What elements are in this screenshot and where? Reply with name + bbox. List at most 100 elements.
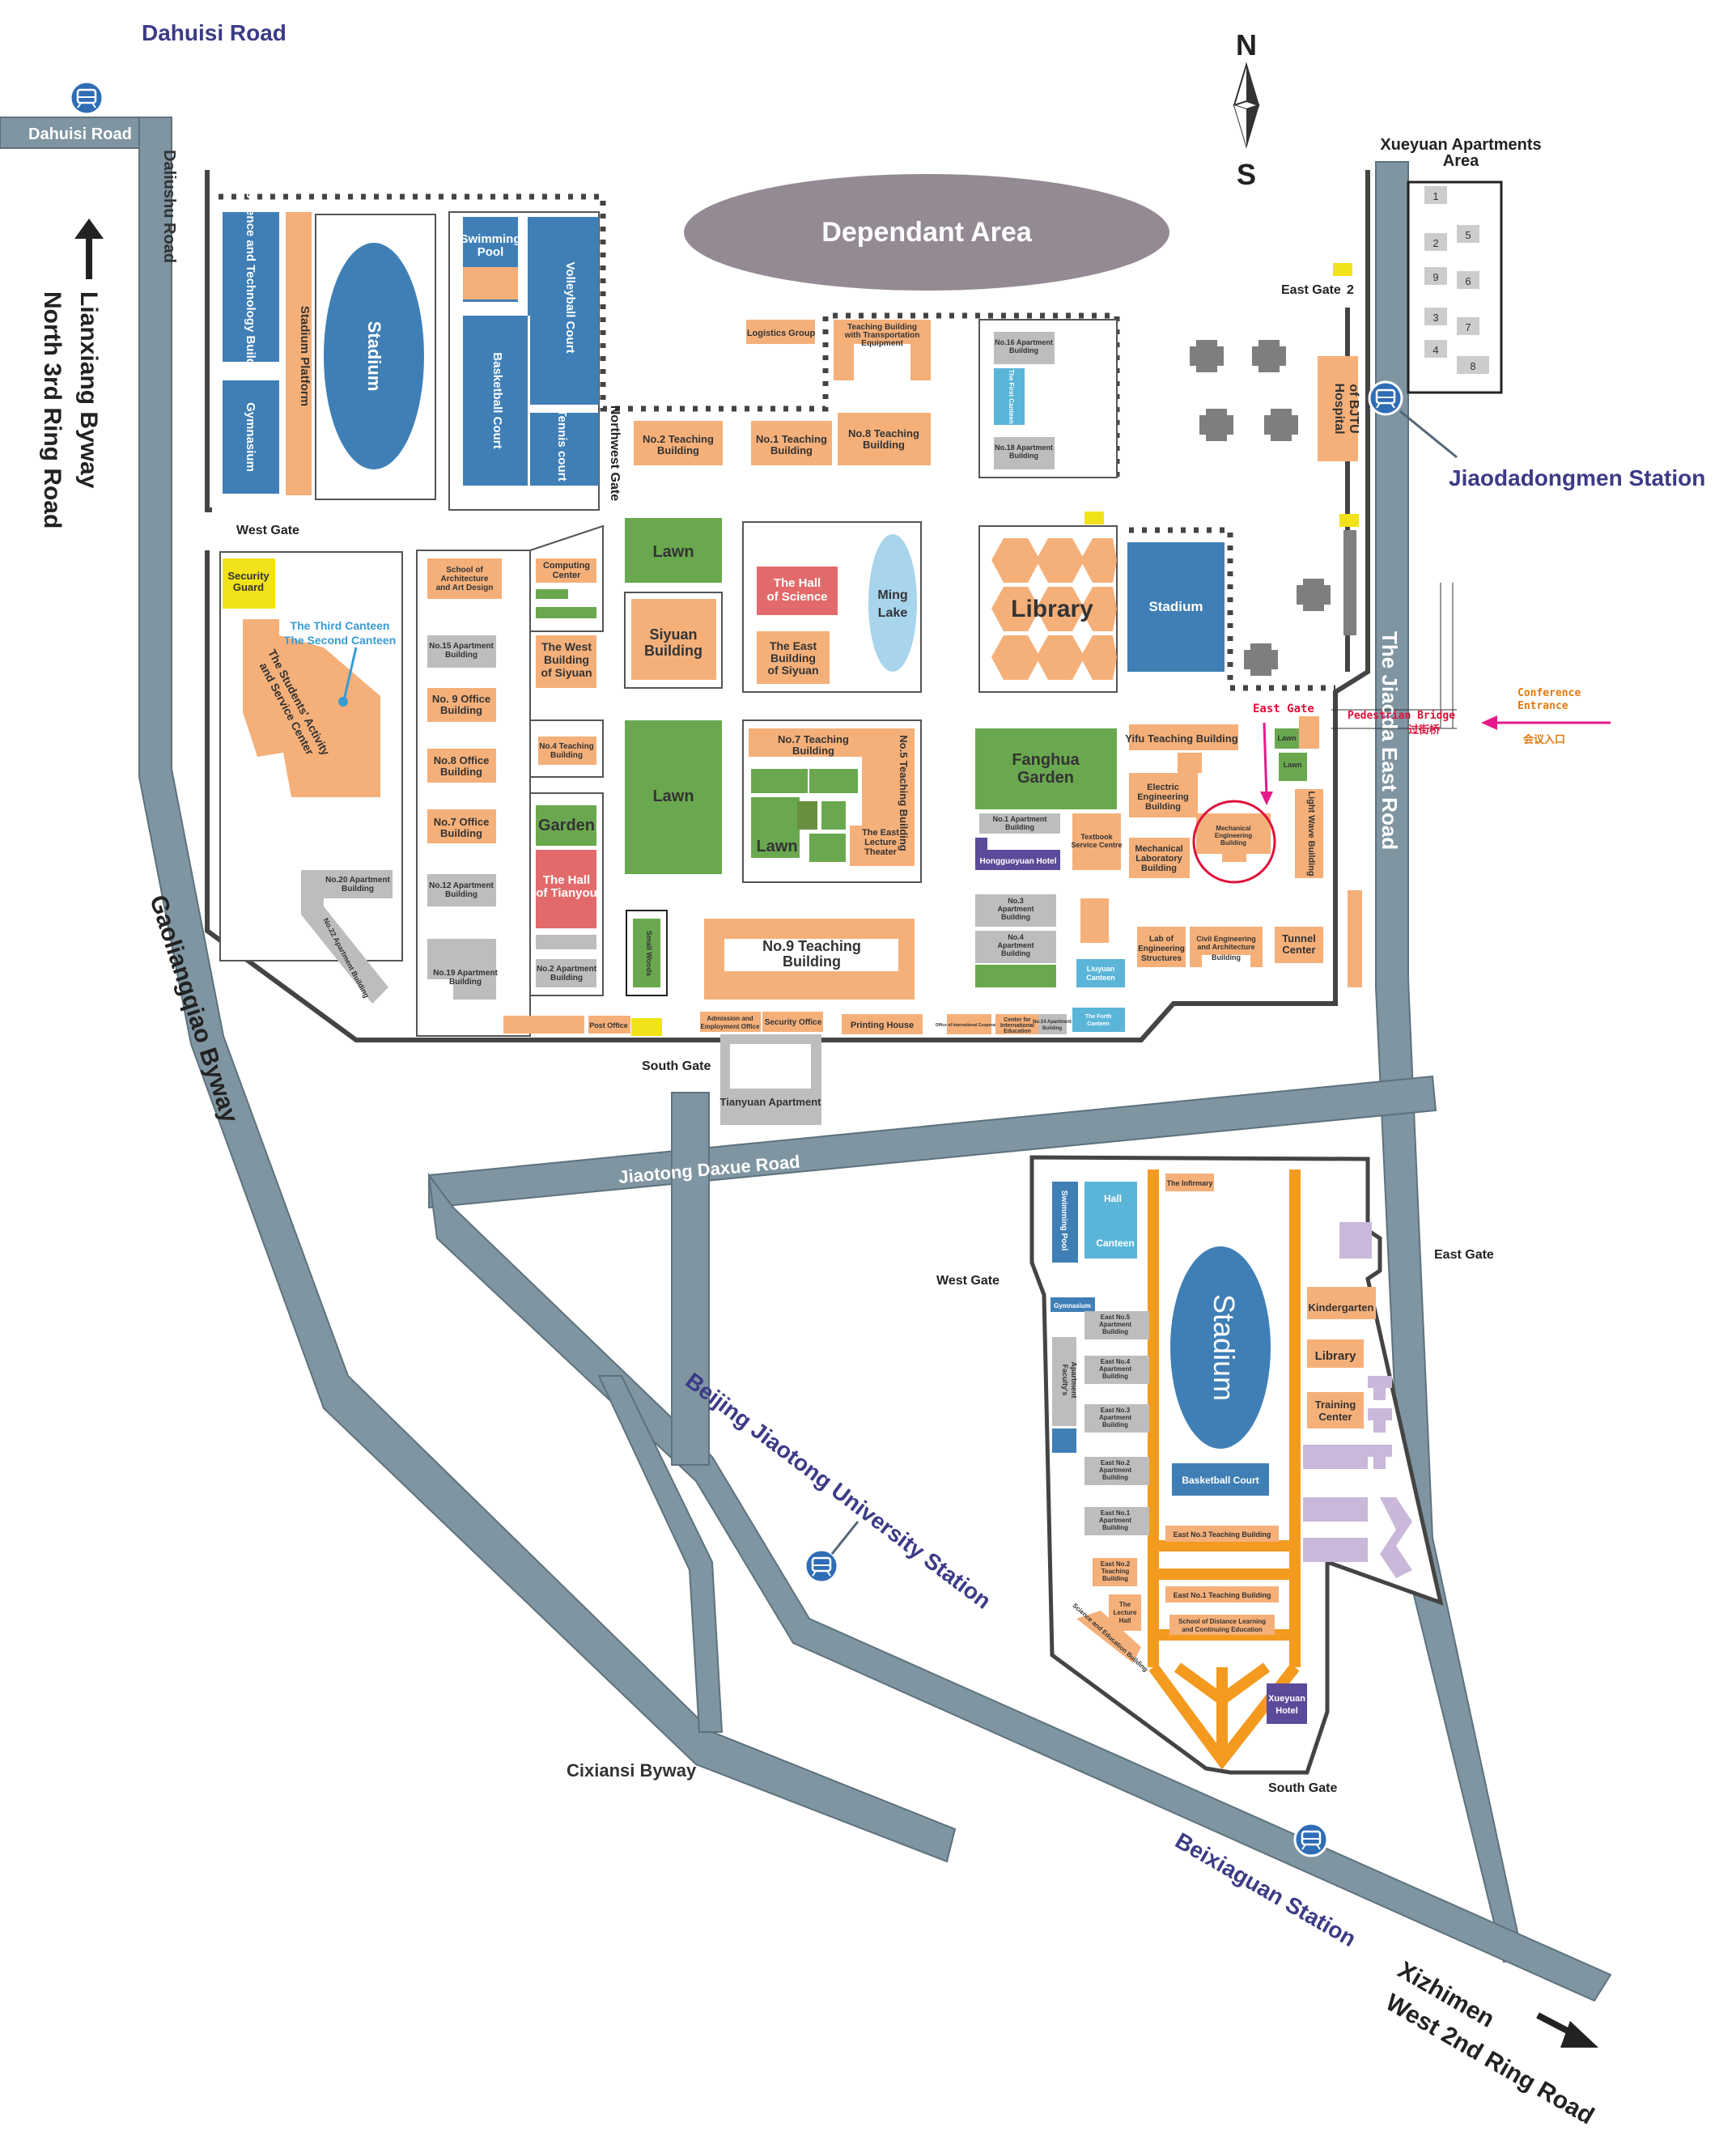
- security-office[interactable]: [762, 1012, 823, 1032]
- tunnel-center[interactable]: [1275, 927, 1323, 963]
- xueyuan-hotel[interactable]: [1267, 1683, 1307, 1724]
- no18-apartment[interactable]: [994, 437, 1055, 469]
- north-arrow-icon: [1233, 62, 1260, 149]
- e-basketball[interactable]: [1172, 1463, 1269, 1496]
- xueyuan-hotel-label-2: Hotel: [1275, 1706, 1298, 1716]
- no4-teaching-building[interactable]: [538, 737, 596, 765]
- subway-station-icon[interactable]: [804, 1548, 839, 1584]
- library[interactable]: [991, 538, 1117, 680]
- yifu-building[interactable]: [1129, 724, 1238, 750]
- e-gymnasium-label: Gymnasium: [1054, 1302, 1091, 1310]
- no19-apartment[interactable]: [427, 939, 496, 1000]
- admission-office[interactable]: [700, 1012, 761, 1032]
- stadium-east[interactable]: [1127, 542, 1225, 672]
- volleyball-court[interactable]: [463, 217, 599, 486]
- no1-apartment[interactable]: [979, 813, 1060, 834]
- hospital-bjtu[interactable]: [1318, 356, 1358, 461]
- no15-label-2: Building: [445, 651, 478, 660]
- kindergarten[interactable]: [1307, 1287, 1376, 1319]
- no9-office[interactable]: [427, 688, 496, 722]
- small-woods[interactable]: [633, 919, 660, 987]
- subway-station-icon[interactable]: [1368, 380, 1403, 416]
- e-gymnasium[interactable]: [1051, 1297, 1095, 1312]
- no3-apartment[interactable]: [975, 894, 1056, 927]
- mech-eng-building[interactable]: [1196, 813, 1271, 862]
- faculty-label-2: Apartment: [1070, 1361, 1078, 1398]
- arch-school[interactable]: [427, 558, 502, 599]
- tennis-court[interactable]: [530, 413, 599, 486]
- fanghua-garden[interactable]: [975, 728, 1117, 809]
- no20-apartment[interactable]: [324, 870, 393, 898]
- first-canteen-label: The First Canteen: [1008, 369, 1015, 424]
- dependant-area[interactable]: [684, 174, 1169, 291]
- mech-lab-label-1: Mechanical: [1135, 844, 1182, 854]
- lawn-3[interactable]: [751, 797, 800, 858]
- lab-eng-structures[interactable]: [1137, 927, 1186, 967]
- west-siyuan-building[interactable]: [536, 635, 596, 688]
- electric-building[interactable]: [1129, 773, 1198, 817]
- logistics-group[interactable]: [746, 320, 815, 344]
- first-canteen[interactable]: [994, 368, 1025, 425]
- intl-coop[interactable]: [947, 1014, 991, 1034]
- no4-apartment[interactable]: [975, 931, 1056, 963]
- no14-apartment[interactable]: [1038, 1014, 1067, 1034]
- computing-center[interactable]: [536, 558, 596, 583]
- no4-apt-label-3: Building: [1001, 949, 1030, 957]
- security-guard[interactable]: [223, 558, 275, 609]
- civil-building[interactable]: [1190, 927, 1263, 967]
- no7-office[interactable]: [427, 809, 496, 843]
- garden[interactable]: [536, 805, 596, 846]
- stadium[interactable]: [324, 243, 424, 469]
- subway-station-icon[interactable]: [1293, 1822, 1329, 1857]
- textbook-label-2: Service Centre: [1071, 841, 1122, 849]
- west-siyuan-label-1: The West: [541, 640, 592, 653]
- mech-lab[interactable]: [1129, 838, 1190, 878]
- printing-house[interactable]: [842, 1014, 923, 1034]
- e-infirmary[interactable]: [1165, 1174, 1214, 1191]
- e-library[interactable]: [1307, 1339, 1364, 1368]
- no12-apartment[interactable]: [427, 874, 496, 906]
- hall-of-tianyou[interactable]: [536, 850, 596, 928]
- fourth-canteen[interactable]: [1072, 1008, 1125, 1032]
- lawn-1[interactable]: [625, 518, 722, 583]
- e-no3-teaching[interactable]: [1165, 1526, 1279, 1542]
- intl-education[interactable]: [995, 1014, 1040, 1034]
- siyuan-building[interactable]: [631, 599, 716, 680]
- students-center[interactable]: [243, 619, 380, 797]
- no15-apartment[interactable]: [427, 635, 496, 668]
- distance-learning[interactable]: [1169, 1615, 1275, 1635]
- training-center[interactable]: [1307, 1392, 1364, 1428]
- no2-apartment[interactable]: [536, 959, 596, 987]
- textbook-center[interactable]: [1072, 813, 1121, 870]
- e-hall-canteen[interactable]: [1084, 1182, 1137, 1259]
- lawn-small-2[interactable]: [1279, 753, 1307, 781]
- lawn-small-label: Lawn: [1277, 734, 1296, 742]
- hongguoyuan-hotel[interactable]: [975, 838, 1060, 870]
- no18-label-1: No.18 Apartment: [995, 444, 1053, 452]
- liuyuan-canteen[interactable]: [1076, 959, 1125, 987]
- no8-office[interactable]: [427, 749, 496, 783]
- stadium-platform[interactable]: [286, 212, 312, 495]
- no7-5-teaching[interactable]: [749, 728, 915, 866]
- no22-apartment[interactable]: [301, 870, 388, 1004]
- no16-apartment[interactable]: [994, 332, 1055, 364]
- lawn-2[interactable]: [625, 720, 722, 874]
- no8-teaching-building[interactable]: [838, 413, 931, 465]
- e-stadium[interactable]: [1170, 1246, 1271, 1449]
- no2-teaching-building[interactable]: [634, 421, 723, 465]
- ming-lake[interactable]: [868, 534, 917, 672]
- east-siyuan-building[interactable]: [757, 631, 830, 684]
- printing-label: Printing House: [851, 1021, 914, 1030]
- transport-building[interactable]: [834, 320, 931, 380]
- subway-station-icon[interactable]: [69, 80, 104, 116]
- lawn-small[interactable]: [1275, 728, 1299, 749]
- transport-label-3: Equipment: [861, 339, 903, 348]
- hall-of-science[interactable]: [757, 567, 838, 615]
- no1-teaching-building[interactable]: [751, 421, 832, 465]
- e-no1-teaching[interactable]: [1165, 1586, 1279, 1602]
- post-office[interactable]: [588, 1016, 630, 1034]
- e-swimming-pool[interactable]: [1052, 1182, 1078, 1263]
- light-wave-building[interactable]: [1295, 789, 1323, 878]
- science-tech-building[interactable]: [223, 212, 279, 362]
- gymnasium[interactable]: [223, 380, 279, 494]
